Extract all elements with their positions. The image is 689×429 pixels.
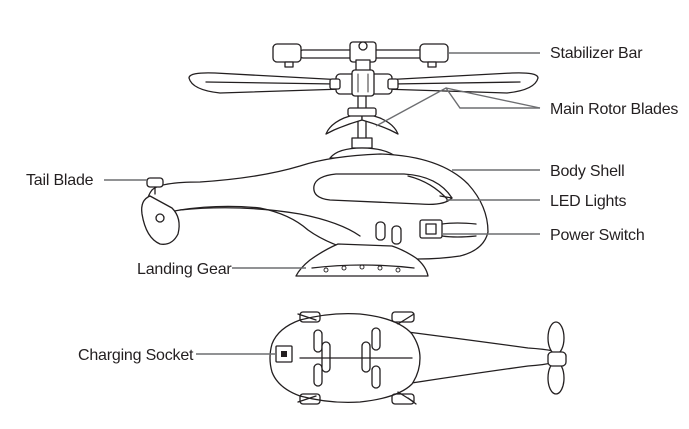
helicopter-bottom-view xyxy=(269,311,567,405)
lower-rotor-drawing xyxy=(325,95,399,153)
helicopter-side-view xyxy=(141,41,539,277)
label-tail-blade: Tail Blade xyxy=(26,172,94,189)
charging-socket-drawing xyxy=(275,345,293,363)
leader-lines xyxy=(104,52,541,355)
labels: Stabilizer Bar Main Rotor Blades Body Sh… xyxy=(26,45,679,364)
leader-main-rotor-blades xyxy=(375,87,540,127)
label-led-lights: LED Lights xyxy=(550,193,626,210)
label-stabilizer-bar: Stabilizer Bar xyxy=(550,45,643,62)
label-charging-socket: Charging Socket xyxy=(78,347,194,364)
label-power-switch: Power Switch xyxy=(550,227,645,244)
stabilizer-bar-drawing xyxy=(272,41,449,73)
label-landing-gear: Landing Gear xyxy=(137,261,232,278)
leader-main-rotor-upper xyxy=(445,87,541,109)
label-main-rotor-blades: Main Rotor Blades xyxy=(550,101,678,118)
body-shell-drawing xyxy=(141,147,489,260)
main-rotor-blades-drawing xyxy=(188,69,539,97)
label-body-shell: Body Shell xyxy=(550,163,625,180)
landing-gear-drawing xyxy=(295,243,429,277)
